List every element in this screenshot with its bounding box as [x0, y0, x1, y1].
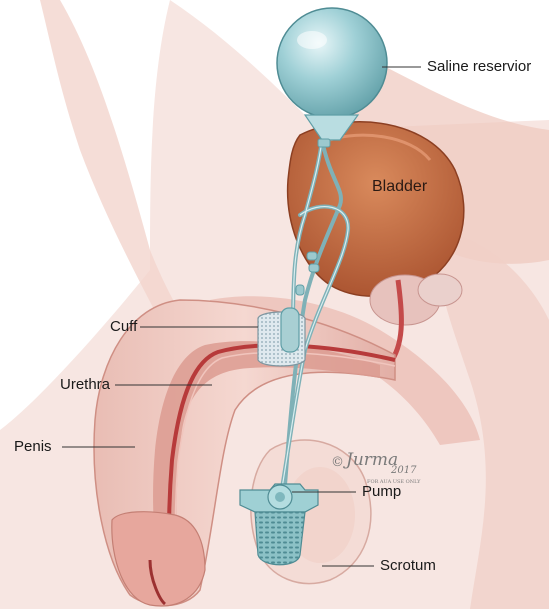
saline-reservoir-label: Saline reservior [427, 59, 531, 74]
copyright-symbol: © [331, 456, 344, 469]
scrotum-label: Scrotum [380, 558, 436, 573]
bladder-label: Bladder [372, 179, 427, 195]
pump-label: Pump [362, 484, 401, 499]
cuff-device [258, 308, 305, 366]
cuff-label: Cuff [110, 319, 137, 334]
urethra-label: Urethra [60, 377, 110, 392]
signature-year: 2017 [391, 466, 416, 476]
signature-note: FOR AUA USE ONLY [367, 480, 420, 485]
penis-label: Penis [14, 439, 52, 454]
